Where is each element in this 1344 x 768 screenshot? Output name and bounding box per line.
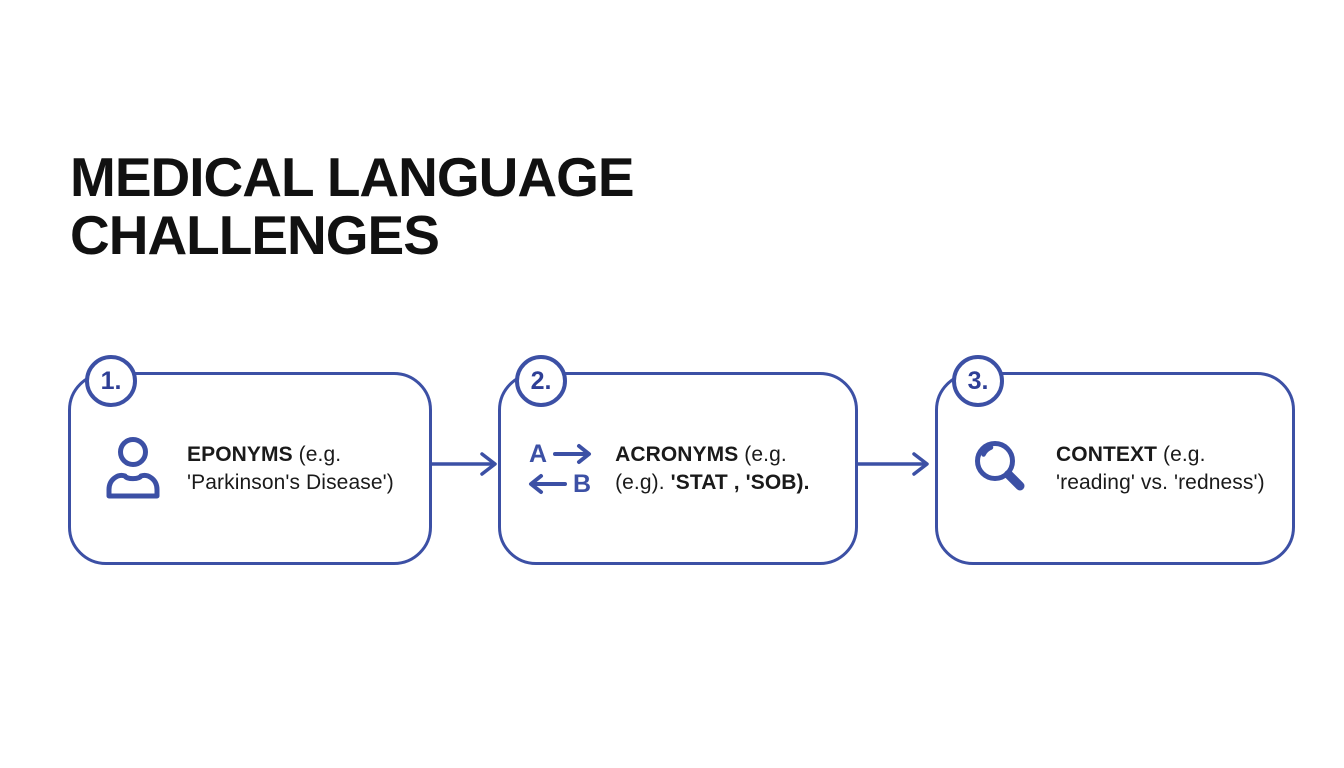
step-number-badge: 1.: [85, 355, 137, 407]
step-number: 3.: [967, 366, 989, 395]
magnifier-icon: [966, 433, 1036, 505]
step-number-badge: 2.: [515, 355, 567, 407]
step-box-eponyms: 1. EPONYMS (e.g. 'Parkinson's Disease'): [68, 355, 432, 565]
step-content: CONTEXT (e.g. 'reading' vs. 'redness'): [938, 375, 1292, 562]
step-content: A B ACRONYMS (e.g. (e.g). 'STAT , 'SO: [501, 375, 855, 562]
step-number-badge: 3.: [952, 355, 1004, 407]
page-title-line1: MEDICAL LANGUAGE: [70, 146, 635, 208]
flow-arrow-2: [855, 450, 935, 483]
ab-row-bottom: B: [525, 471, 591, 497]
step-term: CONTEXT: [1056, 442, 1158, 466]
page-title: MEDICAL LANGUAGE CHALLENGES: [70, 146, 635, 266]
flow-arrow-1: [429, 450, 501, 483]
right-arrow-icon: [855, 452, 935, 482]
ab-row-top: A: [529, 441, 595, 467]
person-icon: [99, 433, 167, 505]
step-label: CONTEXT (e.g. 'reading' vs. 'redness'): [1056, 442, 1265, 494]
right-arrow-icon: [553, 443, 592, 464]
step-term: ACRONYMS: [615, 442, 739, 466]
step-term: EPONYMS: [187, 442, 293, 466]
translation-arrows-icon: A B: [529, 441, 595, 497]
letter-a: A: [529, 439, 548, 468]
step-number: 2.: [530, 366, 552, 395]
step-label: ACRONYMS (e.g. (e.g). 'STAT , 'SOB).: [615, 442, 810, 494]
step-box-context: 3. CONTEXT (e.g. 'reading' vs. 'redness'…: [935, 355, 1295, 565]
left-arrow-icon: [529, 473, 567, 494]
step-label: EPONYMS (e.g. 'Parkinson's Disease'): [187, 442, 394, 494]
right-arrow-icon: [429, 452, 501, 482]
step-content: EPONYMS (e.g. 'Parkinson's Disease'): [71, 375, 429, 562]
letter-b: B: [573, 469, 592, 498]
step-box-acronyms: 2. A B AC: [498, 355, 858, 565]
step-number: 1.: [100, 366, 122, 395]
page-title-line2: CHALLENGES: [70, 204, 440, 266]
